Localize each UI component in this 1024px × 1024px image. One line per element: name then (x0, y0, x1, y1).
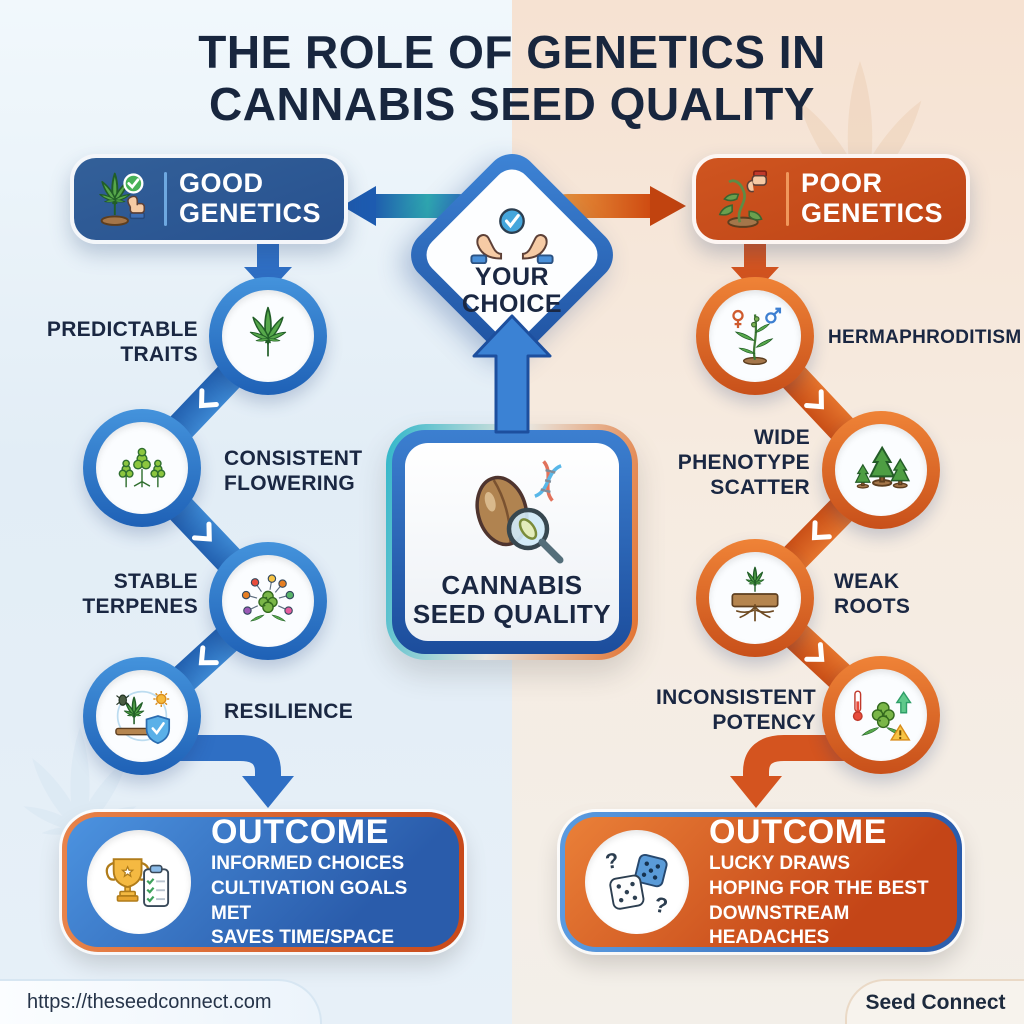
good-node-consistent-flowering (83, 409, 201, 527)
badge-label-line2: GENETICS (801, 198, 944, 228)
good-outcome-body: OUTCOME INFORMED CHOICES CULTIVATION GOA… (67, 813, 459, 948)
cannabis-seed-quality-box: CANNABIS SEED QUALITY (386, 424, 638, 660)
poor-node-inconsistent-potency (822, 656, 940, 774)
poor-item-label-phenotype-scatter: WIDE PHENOTYPE SCATTER (677, 426, 810, 499)
wilting-plant-thumbs-down-icon (718, 170, 768, 228)
node-inner (222, 290, 314, 382)
footer-brand-tab: Seed Connect (845, 979, 1024, 1024)
chain-connector (131, 325, 279, 479)
badge-divider (786, 172, 789, 226)
hermaphrodite-plant-icon (732, 307, 782, 366)
your-choice-label: YOUR CHOICE (461, 262, 563, 319)
poor-genetics-badge: POOR GENETICS (692, 154, 970, 244)
outcome-line: SAVES TIME/SPACE (211, 927, 394, 949)
poor-outcome-box: ? ? OUTCOME LUCKY DRAWS HOPING FOR THE B… (560, 812, 962, 952)
good-outcome-text: OUTCOME INFORMED CHOICES CULTIVATION GOA… (211, 813, 439, 951)
good-node-stable-terpenes (209, 542, 327, 660)
your-choice-line1: YOUR (474, 262, 550, 291)
poor-item-label-hermaphroditism: HERMAPHRODITISM (828, 327, 1022, 348)
outcome-line: INFORMED CHOICES (211, 853, 405, 875)
page-title: THE ROLE OF GENETICS IN CANNABIS SEED QU… (0, 26, 1024, 131)
chain-connector (131, 458, 280, 612)
seed-quality-line2: SEED QUALITY (412, 599, 612, 629)
good-item-label-consistent-flowering: CONSISTENT FLOWERING (224, 447, 363, 495)
poor-badge-down-arrow (731, 243, 779, 293)
potency-variability-icon (852, 690, 912, 741)
poor-chain-to-outcome-arrow (730, 735, 844, 808)
dice-gamble-icon: ? ? (604, 848, 670, 919)
website-url[interactable]: https://theseedconnect.com (27, 991, 272, 1013)
seed-quality-border: CANNABIS SEED QUALITY (392, 430, 632, 654)
outcome-icon-circle: ? ? (585, 830, 689, 934)
poor-item-label-weak-roots: WEAK ROOTS (834, 570, 911, 618)
good-item-label-stable-terpenes: STABLE TERPENES (82, 570, 198, 618)
chain-connector (132, 590, 279, 728)
your-choice-content: YOUR CHOICE (412, 176, 612, 342)
seed-quality-to-choice-arrow (472, 314, 552, 434)
good-item-label-resilience: RESILIENCE (224, 700, 354, 723)
hands-check-icon (470, 207, 554, 264)
seed-quality-body: CANNABIS SEED QUALITY (405, 443, 619, 641)
title-line-1: THE ROLE OF GENETICS IN (198, 26, 826, 78)
footer-url-tab: https://theseedconnect.com (0, 979, 322, 1024)
poor-node-phenotype-scatter (822, 411, 940, 529)
question-mark-glyph: ? (652, 893, 669, 919)
node-inner (222, 555, 314, 647)
badge-label-line1: GOOD (179, 168, 264, 199)
node-inner (709, 552, 801, 644)
chain-connector (744, 586, 892, 726)
weak-roots-icon (731, 564, 779, 622)
good-chain-to-outcome-arrow (180, 735, 294, 808)
badge-label-line1: POOR (801, 168, 883, 199)
good-badge-down-arrow (244, 243, 292, 293)
badge-label-line2: GENETICS (179, 198, 322, 228)
outcome-title: OUTCOME (709, 813, 887, 852)
brand-name: Seed Connect (865, 990, 1006, 1014)
badge-divider (164, 172, 167, 226)
good-node-resilience (83, 657, 201, 775)
outcome-icon-circle (87, 830, 191, 934)
poor-node-weak-roots (696, 539, 814, 657)
title-line-2: CANNABIS SEED QUALITY (209, 78, 815, 131)
outcome-line: HOPING FOR THE BEST (709, 877, 929, 899)
outcome-line: LUCKY DRAWS (709, 853, 851, 875)
badge-label: POOR GENETICS (801, 169, 943, 228)
badge-label: GOOD GENETICS (179, 169, 321, 228)
question-mark-glyph: ? (604, 848, 620, 874)
good-genetics-badge: GOOD GENETICS (70, 154, 348, 244)
pest-shield-plant-icon (115, 690, 171, 745)
seed-quality-label: CANNABIS SEED QUALITY (412, 569, 612, 629)
poor-outcome-body: ? ? OUTCOME LUCKY DRAWS HOPING FOR THE B… (565, 813, 957, 948)
poor-outcome-text: OUTCOME LUCKY DRAWS HOPING FOR THE BEST … (709, 813, 937, 951)
node-inner (835, 424, 927, 516)
outcome-line: DOWNSTREAM HEADACHES (709, 902, 850, 949)
phenotype-variation-icon (854, 445, 911, 489)
outcome-title: OUTCOME (211, 813, 389, 852)
node-inner (96, 670, 188, 762)
good-item-label-predictable-traits: PREDICTABLE TRAITS (46, 318, 198, 366)
chain-connector (744, 325, 892, 481)
node-inner (96, 422, 188, 514)
chain-connector (744, 459, 892, 609)
cannabis-leaf-icon (234, 302, 302, 370)
poor-item-label-inconsistent-potency: INCONSISTENT POTENCY (656, 686, 816, 734)
healthy-plant-thumbs-up-icon (90, 168, 146, 226)
node-inner (835, 669, 927, 761)
good-outcome-box: OUTCOME INFORMED CHOICES CULTIVATION GOA… (62, 812, 464, 952)
your-choice-line2: CHOICE (461, 290, 563, 318)
terpene-profile-icon (241, 574, 295, 623)
node-inner (709, 290, 801, 382)
flowering-buds-icon (118, 447, 166, 488)
good-node-predictable-traits (209, 277, 327, 395)
outcome-line: CULTIVATION GOALS MET (211, 877, 408, 924)
seed-magnifier-dna-icon (475, 460, 564, 564)
trophy-checklist-icon (105, 858, 170, 908)
poor-node-hermaphroditism (696, 277, 814, 395)
seed-quality-line1: CANNABIS (441, 569, 583, 600)
